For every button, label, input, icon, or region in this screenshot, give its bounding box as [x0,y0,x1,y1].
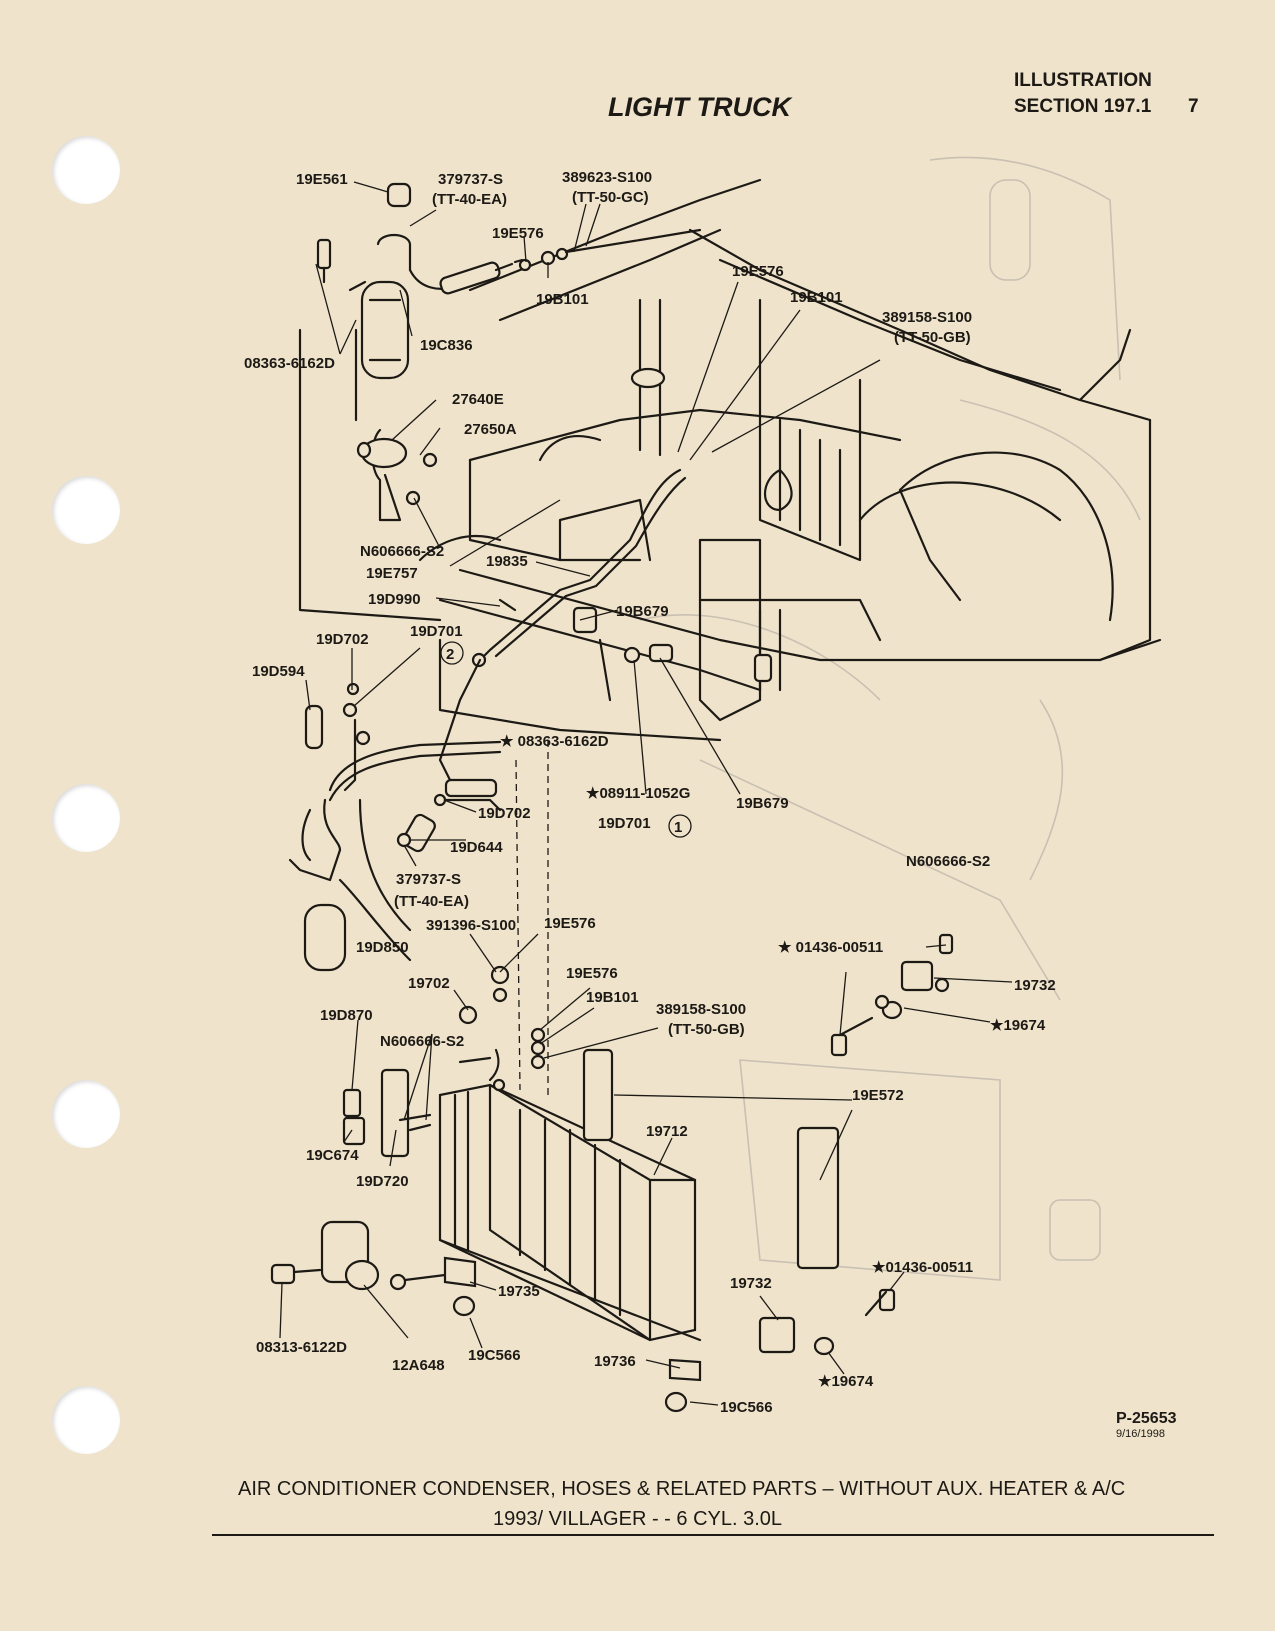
part-callout: 27650A [464,421,517,438]
part-callout: 19712 [646,1123,688,1140]
part-callout: 379737-S [396,871,461,888]
part-callout: 08363-6162D [244,355,335,372]
part-callout: (TT-50-GC) [572,189,649,206]
figure-date: 9/16/1998 [1116,1428,1165,1440]
part-callout: ★08911-1052G [586,785,690,802]
part-callout: 391396-S100 [426,917,516,934]
part-callout: (TT-50-GB) [668,1021,745,1038]
part-callout: 389158-S100 [656,1001,746,1018]
part-callout: N606666-S2 [380,1033,464,1050]
part-callout: 19B101 [790,289,843,306]
part-callout: 19702 [408,975,450,992]
part-callout: 19E572 [852,1087,904,1104]
figure-reference: P-25653 [1116,1410,1177,1427]
part-callout: 12A648 [392,1357,445,1374]
bleed-through-ghost [639,156,1141,1281]
ac-hoses [288,468,687,1100]
part-callout: 19C674 [306,1147,359,1164]
part-callout: N606666-S2 [360,543,444,560]
part-callout: ★01436-00511 [872,1259,973,1276]
part-callout: 19D594 [252,663,305,680]
leader-lines [279,181,1013,1406]
part-callout: 19D870 [320,1007,373,1024]
part-callout: 19E561 [296,171,348,188]
part-callout: 19D644 [450,839,503,856]
callout-labels: 19E561 379737-S (TT-40-EA) 389623-S100 (… [244,169,1056,1416]
part-callout: 19B101 [586,989,639,1006]
part-callout: 19C566 [468,1347,521,1364]
page-number: 7 [1188,96,1199,117]
part-callout: ★ 01436-00511 [778,939,883,956]
binder-hole [52,476,120,544]
part-callout: 19D990 [368,591,421,608]
part-callout: 27640E [452,391,504,408]
right-brackets [758,933,954,1356]
part-callout: 19E576 [492,225,544,242]
binder-hole [52,1386,120,1454]
binder-hole [52,136,120,204]
binder-hole [52,1080,120,1148]
page-title: LIGHT TRUCK [608,92,791,122]
caption-rule [212,1534,1214,1536]
part-callout: 19D702 [316,631,369,648]
caption-line-1: AIR CONDITIONER CONDENSER, HOSES & RELAT… [238,1478,1126,1500]
part-callout: ★19674 [818,1373,874,1390]
part-callout: 19E576 [566,965,618,982]
part-callout: 19735 [498,1283,540,1300]
part-callout: 19D850 [356,939,409,956]
part-callout: 19C836 [420,337,473,354]
part-callout: 389158-S100 [882,309,972,326]
section-label: SECTION 197.1 [1014,96,1152,117]
part-callout: 19D701 [410,623,463,640]
part-callout: 19736 [594,1353,636,1370]
part-callout: ★ 08363-6162D [500,733,609,750]
part-callout: 19732 [1014,977,1056,994]
part-callout: 19E576 [544,915,596,932]
part-callout: N606666-S2 [906,853,990,870]
part-callout: 19B679 [736,795,789,812]
circled-mark: 1 [674,819,682,836]
part-callout: (TT-50-GB) [894,329,971,346]
part-callout: (TT-40-EA) [394,893,469,910]
circled-marks: 2 1 [440,641,692,838]
circled-mark: 2 [446,646,454,663]
part-callout: (TT-40-EA) [432,191,507,208]
part-callout: 19D720 [356,1173,409,1190]
part-callout: 19C566 [720,1399,773,1416]
part-callout: 19E757 [366,565,418,582]
part-callout: 19E576 [732,263,784,280]
part-callout: 08313-6122D [256,1339,347,1356]
illustration-label: ILLUSTRATION [1014,70,1152,91]
part-callout: 19D702 [478,805,531,822]
part-callout: 19835 [486,553,528,570]
caption-line-2: 1993/ VILLAGER - - 6 CYL. 3.0L [492,1508,783,1530]
part-callout: 389623-S100 [562,169,652,186]
condenser [270,1048,840,1413]
part-callout: 19B679 [616,603,669,620]
part-callout: ★19674 [990,1017,1046,1034]
part-callout: 19D701 [598,815,651,832]
part-callout: 379737-S [438,171,503,188]
part-callout: 19732 [730,1275,772,1292]
receiver-drier [298,182,702,622]
part-callout: 19B101 [536,291,589,308]
binder-hole [52,784,120,852]
